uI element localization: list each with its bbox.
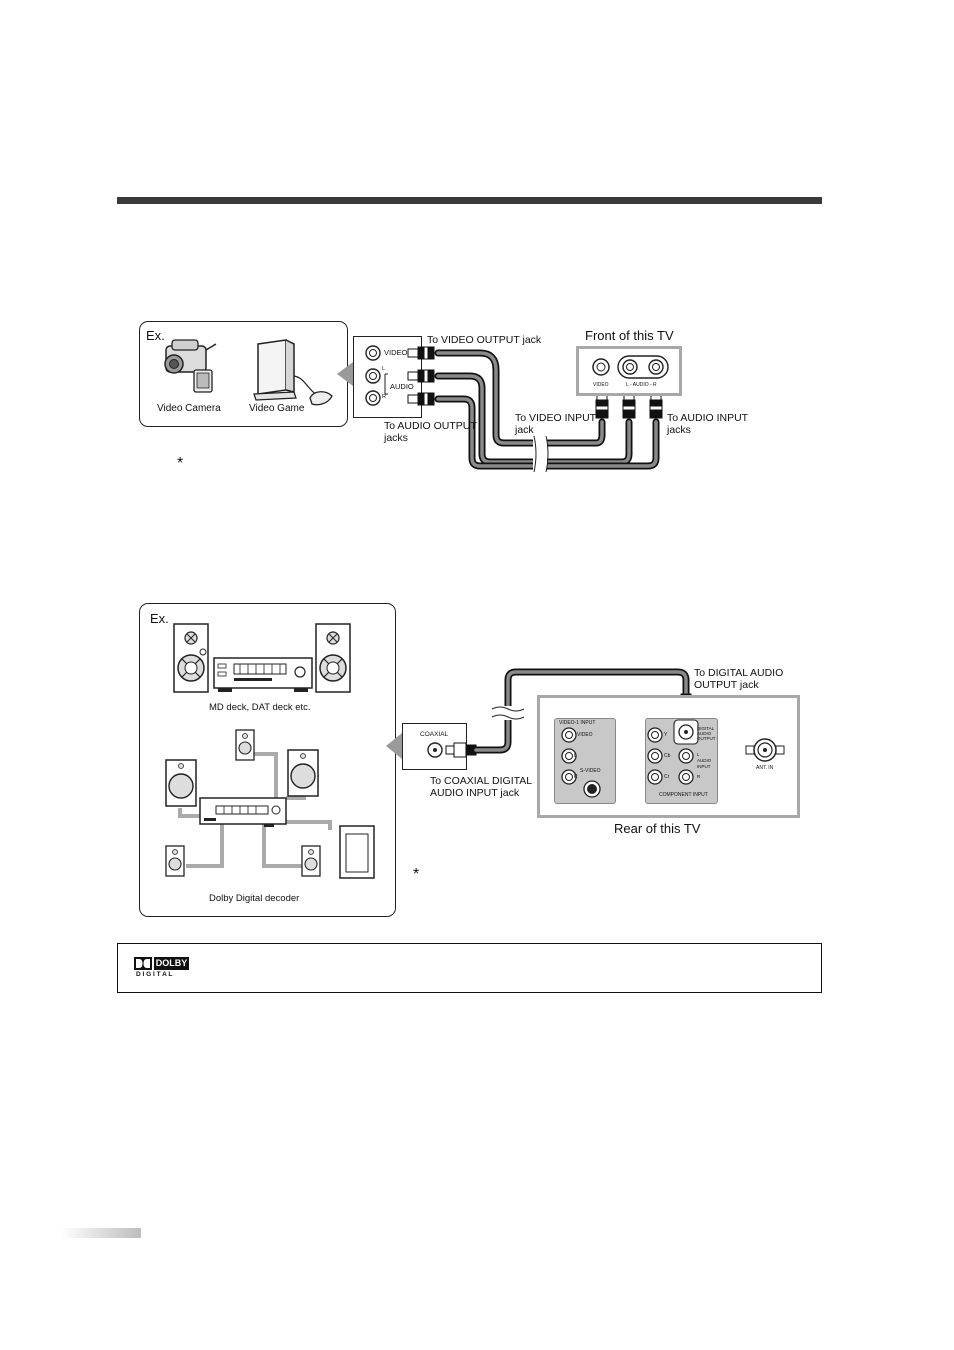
jack-label-l: L [382, 366, 386, 372]
jack-label-r: R [382, 394, 386, 400]
tv-front-jacks [592, 355, 669, 379]
dolby-notice-box [117, 943, 822, 993]
callout-coaxial-input-line1: To COAXIAL DIGITAL [430, 775, 533, 787]
pointer-arrow [337, 362, 353, 386]
device-example-panel [139, 321, 348, 427]
av-cables [407, 346, 663, 473]
dolby-digital-logo: DOLBY D I G I T A L [134, 957, 192, 979]
device-label-video-camera: Video Camera [157, 403, 221, 414]
rear-component-title: COMPONENT INPUT [659, 792, 708, 798]
tv-front-jack-video: VIDEO [593, 382, 609, 388]
video-camera-icon [164, 339, 217, 393]
md-deck-stereo-icon [173, 623, 351, 693]
ex-label: Ex. [146, 328, 165, 343]
tv-front-jack-audio: L - AUDIO - R [626, 382, 657, 388]
rear-antenna-label: ANT. IN [756, 765, 774, 771]
rear-audio-r: R [697, 774, 701, 779]
rear-jack-y: Y [664, 732, 668, 738]
tv-rear-title: Rear of this TV [614, 821, 701, 836]
device-label-dolby-decoder: Dolby Digital decoder [209, 893, 300, 904]
source-output-jacks [365, 345, 388, 406]
callout-coaxial-input-line2: AUDIO INPUT jack [430, 787, 520, 799]
footnote-asterisk-2: * [413, 866, 420, 883]
rear-digital-2: AUDIO [697, 731, 712, 736]
dolby-double-d-icon [134, 957, 152, 970]
ex-label-2: Ex. [150, 611, 169, 626]
rear-video1-title: VIDEO-1 INPUT [559, 720, 596, 726]
rear-jack-video: VIDEO [577, 732, 593, 738]
tv-rear-jacks [561, 719, 785, 798]
coaxial-label: COAXIAL [420, 731, 449, 738]
callout-video-input-line1: To VIDEO INPUT [515, 412, 597, 424]
dolby-logo-text: DOLBY [154, 957, 189, 970]
rear-jack-cb: Cb [664, 753, 671, 759]
device-label-md-deck: MD deck, DAT deck etc. [209, 702, 311, 713]
rear-digital-3: OUTPUT [697, 736, 716, 741]
rear-jack-svideo: S-VIDEO [580, 768, 601, 774]
callout-audio-output-line2: jacks [384, 432, 408, 444]
callout-audio-input-line2: jacks [667, 424, 691, 436]
pointer-arrow-2 [386, 733, 402, 759]
section-rule [117, 197, 822, 204]
jack-label-video: VIDEO [384, 348, 408, 357]
callout-video-output: To VIDEO OUTPUT jack [427, 334, 542, 346]
rear-jack-l: L [574, 753, 577, 759]
rear-digital-1: DIGITAL [697, 726, 715, 731]
video-game-console-icon [253, 339, 333, 406]
callout-audio-output-line1: To AUDIO OUTPUT [384, 420, 477, 432]
rear-audio-label: AUDIO [697, 758, 712, 763]
rear-audio-l: L [697, 752, 700, 757]
dolby-decoder-surround-icon [165, 729, 375, 879]
tv-front-title: Front of this TV [585, 328, 674, 343]
callout-audio-input-line1: To AUDIO INPUT [667, 412, 749, 424]
callout-digital-output-line1: To DIGITAL AUDIO [694, 667, 784, 679]
footnote-asterisk: * [177, 455, 184, 472]
jack-label-audio: AUDIO [390, 382, 414, 391]
rear-audio-input-label: INPUT [697, 764, 711, 769]
rear-jack-r: R [574, 774, 578, 780]
device-label-video-game: Video Game [249, 403, 305, 414]
page-tab [61, 1228, 141, 1238]
dolby-logo-digital: D I G I T A L [136, 971, 173, 978]
rear-jack-cr: Cr [664, 774, 670, 780]
callout-video-input-line2: jack [515, 424, 534, 436]
callout-digital-output-line2: OUTPUT jack [694, 679, 759, 691]
